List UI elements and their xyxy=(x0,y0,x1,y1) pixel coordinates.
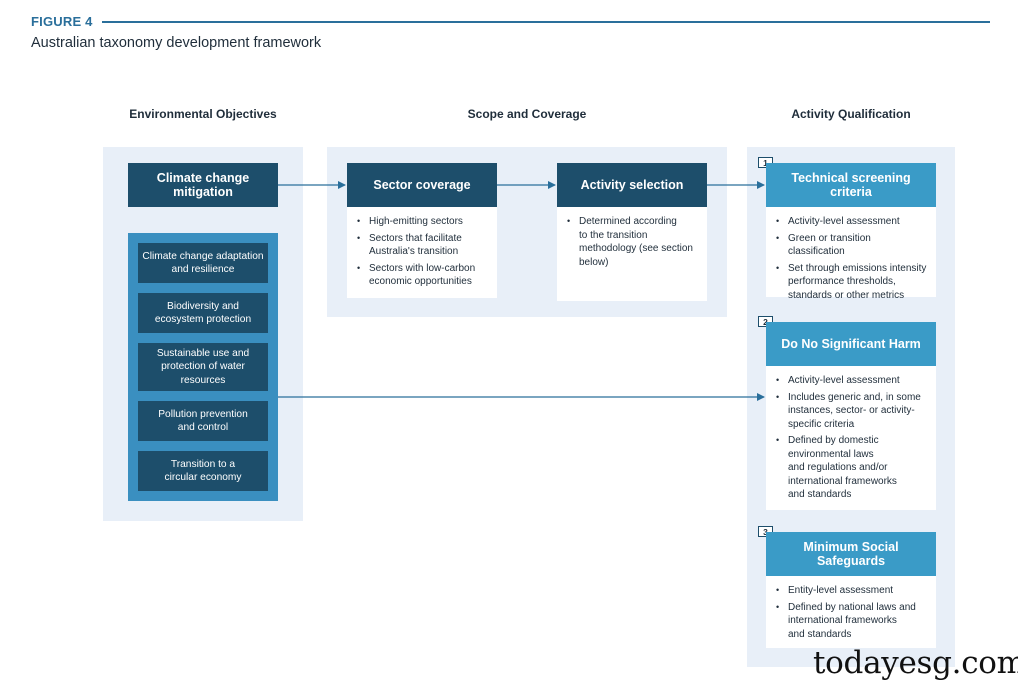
column-heading-activity: Activity Qualification xyxy=(791,107,911,121)
objective-adaptation-resilience: Climate change adaptation and resilience xyxy=(138,243,268,283)
sector-bullet: Sectors with low-carbon economic opportu… xyxy=(357,262,489,289)
dnsh-bullet: Activity-level assessment xyxy=(776,374,928,388)
technical-screening-criteria-header: Technical screening criteria xyxy=(766,163,936,207)
step-number-3: 3 xyxy=(758,526,773,537)
sector-coverage-details: High-emitting sectors Sectors that facil… xyxy=(347,207,497,298)
step-number-1: 1 xyxy=(758,157,773,168)
objective-pollution-prevention: Pollution prevention and control xyxy=(138,401,268,441)
dnsh-bullet: Includes generic and, in some instances,… xyxy=(776,391,928,432)
objective-circular-economy: Transition to a circular economy xyxy=(138,451,268,491)
other-objectives-group: Climate change adaptation and resilience… xyxy=(128,233,278,501)
sector-coverage-header: Sector coverage xyxy=(347,163,497,207)
sector-bullet: Sectors that facilitate Australia's tran… xyxy=(357,232,489,259)
technical-screening-criteria-details: Activity-level assessment Green or trans… xyxy=(766,207,936,301)
figure-title: Australian taxonomy development framewor… xyxy=(31,35,322,51)
step-number-2: 2 xyxy=(758,316,773,327)
activity-selection-bullet: Determined according to the transition m… xyxy=(567,215,699,269)
safeguards-bullet: Entity-level assessment xyxy=(776,584,928,598)
criteria-bullet: Set through emissions intensity performa… xyxy=(776,262,928,303)
sector-bullet: High-emitting sectors xyxy=(357,215,489,229)
activity-selection-details: Determined according to the transition m… xyxy=(557,207,707,301)
column-heading-scope: Scope and Coverage xyxy=(467,107,587,121)
objective-climate-change-mitigation: Climate change mitigation xyxy=(128,163,278,207)
criteria-bullet: Activity-level assessment xyxy=(776,215,928,229)
figure-title-rule xyxy=(102,21,990,23)
column-heading-environmental: Environmental Objectives xyxy=(129,107,277,121)
minimum-social-safeguards-details: Entity-level assessment Defined by natio… xyxy=(766,576,936,648)
watermark-text: todayesg.com xyxy=(813,645,1018,681)
do-no-significant-harm-header: Do No Significant Harm xyxy=(766,322,936,366)
activity-selection-header: Activity selection xyxy=(557,163,707,207)
criteria-bullet: Green or transition classification xyxy=(776,232,928,259)
safeguards-bullet: Defined by national laws and internation… xyxy=(776,601,928,642)
figure-label: FIGURE 4 xyxy=(31,14,93,29)
objective-water-resources: Sustainable use and protection of water … xyxy=(138,343,268,391)
do-no-significant-harm-details: Activity-level assessment Includes gener… xyxy=(766,366,936,510)
objective-biodiversity: Biodiversity and ecosystem protection xyxy=(138,293,268,333)
minimum-social-safeguards-header: Minimum Social Safeguards xyxy=(766,532,936,576)
dnsh-bullet: Defined by domestic environmental laws a… xyxy=(776,434,928,502)
